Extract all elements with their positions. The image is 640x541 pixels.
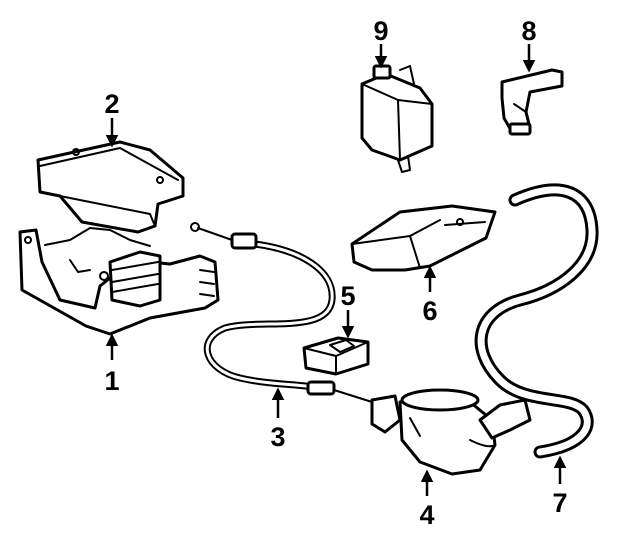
part-1-bracket (18, 227, 220, 336)
callout-8: 8 (521, 16, 536, 46)
part-3-cable (190, 222, 373, 403)
part-6-mount (350, 204, 497, 272)
part-8-bracket (500, 68, 564, 136)
callout-1: 1 (104, 366, 119, 396)
callout-9: 9 (373, 16, 388, 46)
callout-6: 6 (422, 296, 437, 326)
part-2-cover (36, 140, 185, 234)
callout-4: 4 (419, 500, 434, 530)
callout-3: 3 (270, 422, 285, 452)
part-7-hose (474, 183, 599, 459)
leader-arrows (105, 44, 567, 496)
part-5-clip (302, 336, 370, 376)
callout-2: 2 (104, 89, 119, 119)
callout-labels: 1 2 3 4 5 6 7 8 9 (104, 16, 567, 530)
part-4-actuator (370, 388, 532, 476)
part-9-module (360, 64, 434, 173)
callout-7: 7 (552, 488, 567, 518)
callout-5: 5 (340, 281, 355, 311)
